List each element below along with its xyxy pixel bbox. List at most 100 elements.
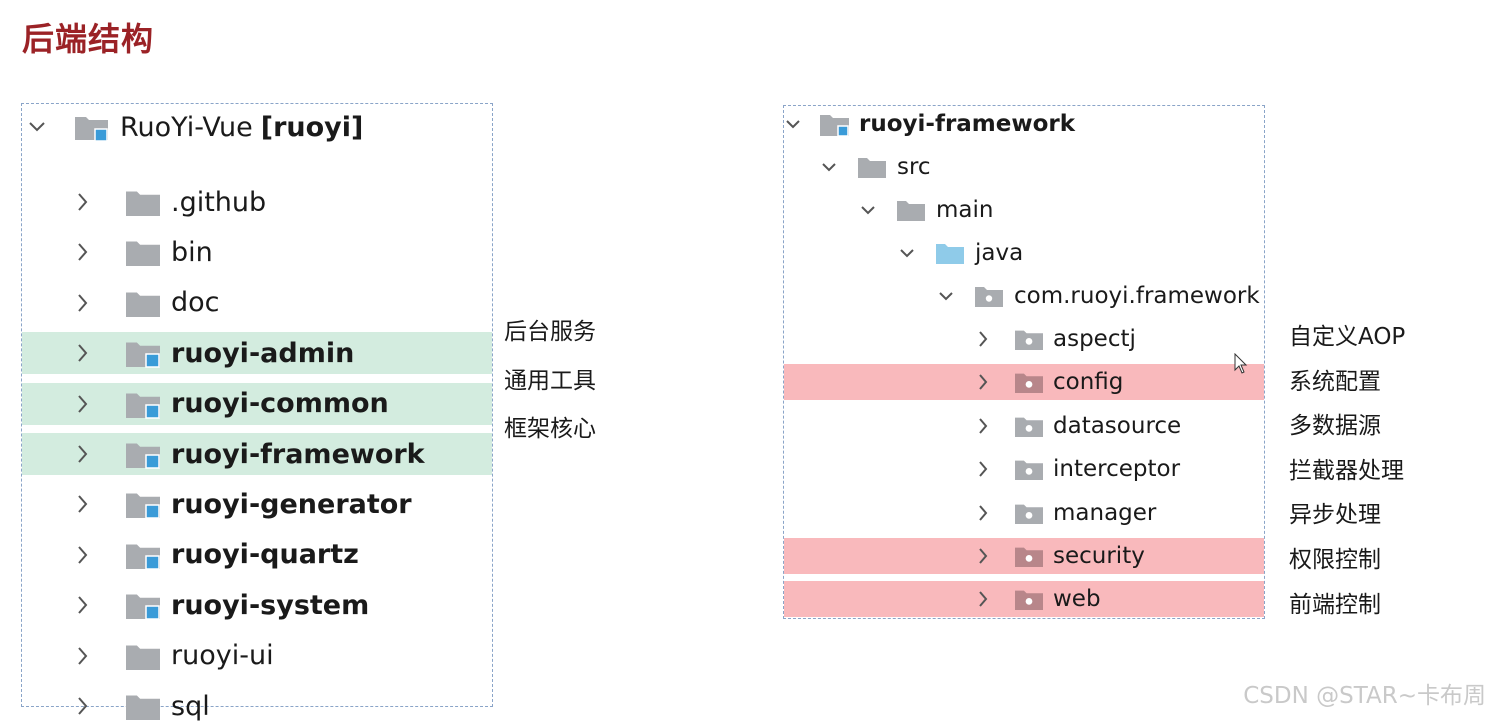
tree-item-datasource[interactable]: datasource [784, 408, 1264, 444]
tree-item-label: interceptor [1053, 456, 1181, 483]
tree-root-tag: [ruoyi] [260, 111, 364, 143]
project-tree-panel: RuoYi-Vue [ruoyi] .github bin doc ruoyi-adm… [21, 103, 493, 722]
module-folder-icon [74, 112, 110, 142]
folder-icon [896, 198, 926, 222]
tree-item-label: security [1053, 543, 1145, 569]
chevron-right-icon[interactable] [74, 443, 92, 465]
chevron-right-icon[interactable] [74, 342, 92, 364]
tree-item-src[interactable]: src [784, 149, 1264, 185]
tree-item-ruoyi-framework[interactable]: ruoyi-framework [22, 433, 492, 475]
note-config: 系统配置 [1289, 368, 1381, 395]
tree-item-manager[interactable]: manager [784, 495, 1264, 531]
note-manager: 异步处理 [1289, 502, 1381, 529]
chevron-right-icon[interactable] [974, 545, 992, 567]
chevron-right-icon[interactable] [74, 191, 92, 213]
chevron-down-icon[interactable] [859, 199, 877, 221]
folder-icon [125, 288, 161, 318]
tree-item-label: aspectj [1053, 326, 1136, 352]
folder-icon [125, 691, 161, 721]
chevron-right-icon[interactable] [74, 645, 92, 667]
tree-item-label: src [897, 154, 931, 180]
folder-icon [857, 155, 887, 179]
watermark: CSDN @STAR~卡布周 [1243, 683, 1486, 709]
tree-item-security[interactable]: security [784, 538, 1264, 574]
chevron-right-icon[interactable] [74, 544, 92, 566]
chevron-right-icon[interactable] [974, 371, 992, 393]
tree-root-name: ruoyi-framework [859, 111, 1076, 137]
tree-item-sql[interactable]: sql [22, 685, 492, 727]
module-folder-icon [125, 338, 161, 368]
note-framework: 框架核心 [504, 416, 596, 442]
folder-icon [125, 237, 161, 267]
tree-item-label: doc [171, 287, 220, 319]
chevron-down-icon[interactable] [937, 285, 955, 307]
tree-item-label: ruoyi-generator [171, 488, 412, 520]
package-folder-icon [1014, 544, 1044, 568]
folder-icon [125, 641, 161, 671]
package-folder-icon [1014, 370, 1044, 394]
note-datasource: 多数据源 [1289, 413, 1381, 440]
tree-item-interceptor[interactable]: interceptor [784, 451, 1264, 487]
chevron-right-icon[interactable] [74, 594, 92, 616]
chevron-right-icon[interactable] [74, 292, 92, 314]
tree-root-ruoyi-vue[interactable]: RuoYi-Vue [ruoyi] [22, 106, 492, 148]
tree-root-ruoyi-framework[interactable]: ruoyi-framework [784, 106, 1264, 142]
chevron-down-icon[interactable] [28, 116, 46, 138]
tree-item-label: web [1053, 586, 1101, 613]
tree-root-name: RuoYi-Vue [120, 111, 253, 143]
module-folder-icon [125, 540, 161, 570]
chevron-right-icon[interactable] [974, 588, 992, 610]
tree-item-label: ruoyi-system [171, 589, 370, 621]
tree-item-ruoyi-common[interactable]: ruoyi-common [22, 382, 492, 425]
tree-item-bin[interactable]: bin [22, 231, 492, 273]
tree-item-label: manager [1053, 499, 1157, 526]
tree-item-label: ruoyi-common [171, 388, 389, 420]
chevron-right-icon[interactable] [974, 502, 992, 524]
tree-item-label: .github [171, 186, 267, 218]
tree-item-java[interactable]: java [784, 235, 1264, 271]
tree-item-main[interactable]: main [784, 192, 1264, 228]
tree-item-ruoyi-quartz[interactable]: ruoyi-quartz [22, 534, 492, 576]
page-title: 后端结构 [22, 20, 155, 58]
tree-item-label: java [975, 240, 1024, 266]
chevron-down-icon[interactable] [784, 113, 802, 135]
tree-item-doc[interactable]: doc [22, 282, 492, 324]
tree-item-github[interactable]: .github [22, 181, 492, 223]
chevron-right-icon[interactable] [974, 328, 992, 350]
note-aspectj: 自定义AOP [1289, 324, 1406, 350]
package-folder-icon [1014, 587, 1044, 611]
tree-item-label: ruoyi-framework [171, 438, 425, 470]
module-folder-icon [125, 439, 161, 469]
module-folder-icon [125, 489, 161, 520]
module-folder-icon [819, 111, 851, 137]
package-folder-icon [1014, 457, 1044, 481]
tree-item-ruoyi-admin[interactable]: ruoyi-admin [22, 332, 492, 375]
note-interceptor: 拦截器处理 [1289, 457, 1404, 484]
note-security: 权限控制 [1289, 547, 1381, 573]
tree-item-web[interactable]: web [784, 581, 1264, 618]
chevron-down-icon[interactable] [898, 242, 916, 264]
tree-item-label: config [1053, 369, 1124, 396]
tree-item-label: ruoyi-ui [171, 640, 274, 672]
module-folder-icon [125, 590, 161, 620]
tree-item-label: main [936, 197, 994, 223]
chevron-right-icon[interactable] [74, 241, 92, 263]
package-folder-icon [1014, 414, 1044, 438]
tree-item-aspectj[interactable]: aspectj [784, 321, 1264, 357]
chevron-right-icon[interactable] [74, 695, 92, 717]
package-folder-icon [1014, 327, 1044, 351]
chevron-down-icon[interactable] [820, 156, 838, 178]
tree-item-config[interactable]: config [784, 364, 1264, 401]
chevron-right-icon[interactable] [74, 393, 92, 415]
mouse-cursor-icon [1234, 353, 1248, 374]
chevron-right-icon[interactable] [74, 493, 92, 515]
tree-item-ruoyi-generator[interactable]: ruoyi-generator [22, 483, 492, 525]
note-admin: 后台服务 [504, 319, 596, 345]
tree-item-ruoyi-ui[interactable]: ruoyi-ui [22, 635, 492, 677]
chevron-right-icon[interactable] [974, 458, 992, 480]
tree-item-label: com.ruoyi.framework [1014, 283, 1260, 309]
tree-item-package-root[interactable]: com.ruoyi.framework [784, 278, 1264, 314]
source-folder-icon [935, 241, 965, 265]
tree-item-ruoyi-system[interactable]: ruoyi-system [22, 584, 492, 626]
chevron-right-icon[interactable] [974, 415, 992, 437]
